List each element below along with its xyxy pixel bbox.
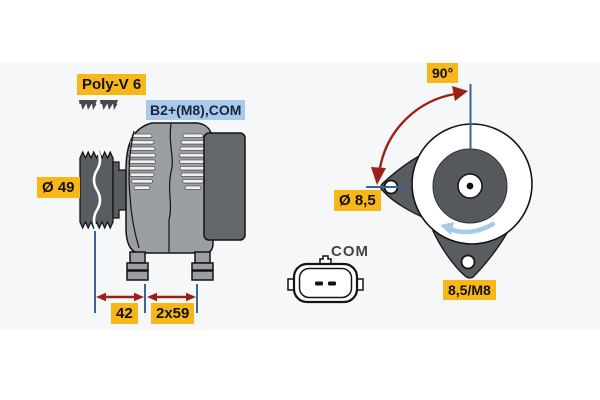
dimension-lines	[94, 231, 198, 313]
cooling-vents-rear	[179, 133, 207, 190]
connector-inner	[298, 267, 353, 299]
mounting-foot-rear	[191, 251, 214, 281]
rotation-arrow	[440, 221, 496, 235]
mount-ear-bottom	[431, 230, 509, 279]
mount-hole-bottom	[460, 254, 476, 270]
label-dim-2x59: 2x59	[151, 303, 195, 325]
front-view	[366, 84, 533, 279]
rear-cover	[203, 132, 246, 241]
label-dim-42: 42	[111, 303, 138, 325]
label-hole-diameter: Ø 8,5	[334, 190, 381, 212]
label-terminals: B2+(M8),COM	[146, 100, 246, 121]
connector-pin-1	[315, 281, 323, 286]
shaft-center-dot	[466, 182, 474, 190]
mounting-foot-front	[126, 251, 149, 281]
com-connector	[287, 255, 364, 304]
cooling-vents-front	[128, 133, 156, 190]
label-mount-hole-spec: 8,5/M8	[443, 280, 496, 301]
label-mount-angle: 90°	[427, 63, 459, 84]
label-pulley-diameter: Ø 49	[37, 177, 80, 199]
label-belt-type: Poly-V 6	[77, 74, 147, 96]
side-view	[79, 100, 246, 313]
shaft-hub	[112, 161, 127, 219]
angle-arc-90	[371, 86, 468, 185]
housing-contour-front	[128, 130, 140, 249]
dimension-arrow-42	[96, 292, 144, 302]
belt-profile-icon	[79, 100, 118, 110]
housing-contour-mid	[168, 123, 173, 252]
label-connector-com: COM	[331, 243, 369, 260]
connector-pin-2	[328, 281, 336, 286]
pulley-break-line	[92, 149, 102, 231]
dimension-arrow-2x59	[147, 292, 196, 302]
